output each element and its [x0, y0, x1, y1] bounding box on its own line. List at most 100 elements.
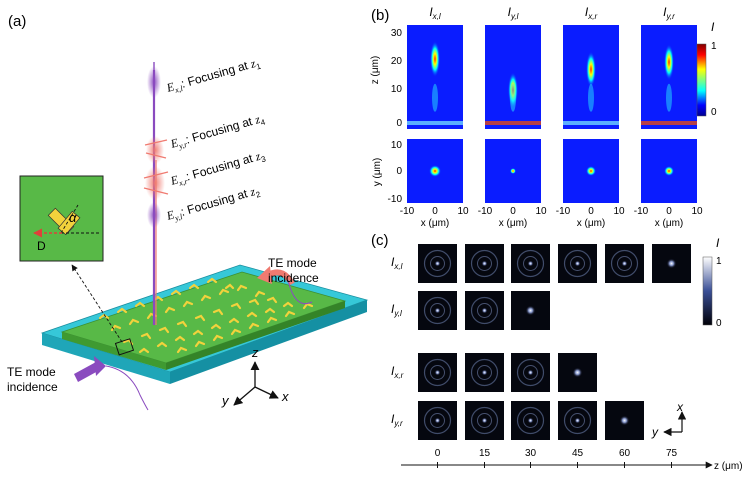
c-ring-inner-2-0	[430, 365, 445, 380]
c-spot-0-0	[434, 260, 441, 267]
c-ring-outer-3-3	[563, 406, 592, 435]
b-top-ytick-1: 20	[391, 56, 403, 67]
c-ring-outer-2-0	[423, 358, 452, 387]
c-spot-3-3	[574, 417, 581, 424]
b-top-ytick-2: 10	[391, 84, 403, 95]
c-spot-3-2	[527, 417, 534, 424]
c-ring-outer-0-3	[563, 249, 592, 278]
c-corner-x: x	[676, 400, 684, 414]
c-z-tick-0: 0	[435, 448, 441, 459]
c-ring-inner-3-1	[477, 413, 492, 428]
c-ring-outer-2-1	[470, 358, 499, 387]
focus-label-4: Ey,r: Focusing at z4	[168, 112, 267, 151]
c-spot-1-2	[525, 305, 536, 316]
b-bot-spot-1	[510, 168, 516, 174]
c-ring-inner-1-0	[430, 303, 445, 318]
c-spot-2-3	[572, 367, 583, 378]
c-ring-outer-3-1	[470, 406, 499, 435]
panel-label-a: (a)	[8, 13, 26, 30]
c-ring-inner-0-0	[430, 256, 445, 271]
c-row-label-3: Iy,r	[391, 412, 403, 428]
c-spot-3-0	[434, 417, 441, 424]
b-top-focus-0	[430, 41, 440, 77]
b-bottom-ylabel: y (μm)	[372, 158, 383, 187]
b-top-ytick-3: 0	[396, 118, 402, 129]
b-bot-spot-0	[429, 165, 441, 177]
b-xtick-3-1: 0	[666, 206, 672, 217]
panel-a: (a)	[7, 13, 369, 411]
c-ring-inner-1-1	[477, 303, 492, 318]
c-colorbar-max: 1	[716, 256, 722, 267]
c-ring-inner-0-2	[523, 256, 538, 271]
te-left-label-line2: incidence	[7, 380, 58, 394]
substrate-side-face	[170, 300, 367, 384]
te-right-label-line1: TE mode	[268, 256, 317, 270]
c-corner-y: y	[651, 425, 659, 439]
b-xtick-3-2: 10	[691, 206, 703, 217]
b-xtick-3-0: -10	[634, 206, 649, 217]
focus-blob-3	[145, 166, 165, 200]
c-ring-inner-3-0	[430, 413, 445, 428]
b-title-2: Ix,r	[585, 5, 598, 21]
waveguide-side-face	[166, 301, 345, 370]
c-ring-inner-3-2	[523, 413, 538, 428]
te-right-wave	[287, 279, 313, 305]
c-ring-outer-0-4	[610, 249, 639, 278]
c-z-tick-2: 30	[525, 448, 537, 459]
panel-c-grid: Ix,lIy,lIx,rIy,r	[391, 244, 691, 440]
te-right-label-line2: incidence	[268, 271, 319, 285]
te-right-arrow-head	[257, 266, 272, 284]
b-xtick-1-2: 10	[535, 206, 547, 217]
b-xlabel-0: x (μm)	[421, 218, 450, 229]
c-z-tick-4: 60	[619, 448, 631, 459]
b-top-tail-0	[432, 83, 438, 112]
c-row-label-0: Ix,l	[391, 255, 403, 271]
b-top-tail-2	[588, 83, 594, 112]
axes-triad	[233, 361, 279, 406]
b-xtick-0-0: -10	[400, 206, 415, 217]
b-top-interface-0	[407, 121, 463, 125]
b-top-tail-1	[510, 83, 516, 112]
c-spot-2-2	[527, 369, 534, 376]
c-spot-1-1	[481, 307, 488, 314]
c-row-label-2: Ix,r	[391, 364, 404, 380]
c-ring-inner-0-1	[477, 256, 492, 271]
focus-label-1: Ex,l: Focusing at z1	[164, 55, 262, 97]
b-bot-spot-3	[664, 166, 674, 176]
b-colorbar-min: 0	[711, 107, 717, 118]
c-spot-0-4	[621, 260, 628, 267]
c-ring-inner-2-2	[523, 365, 538, 380]
panel-label-b: (b)	[371, 7, 389, 24]
c-z-tick-5: 75	[666, 448, 678, 459]
b-title-1: Iy,l	[508, 5, 519, 21]
c-ring-inner-0-3	[570, 256, 585, 271]
b-xtick-2-1: 0	[588, 206, 594, 217]
zoom-pointer-line	[71, 264, 123, 343]
b-xtick-2-2: 10	[613, 206, 625, 217]
panel-label-c: (c)	[371, 232, 389, 249]
b-title-0: Ix,l	[429, 5, 441, 21]
axis-z-label: z	[251, 345, 259, 360]
c-row-label-1: Iy,l	[391, 302, 402, 318]
b-bot-ytick-1: 0	[396, 166, 402, 177]
te-left-wave	[105, 365, 149, 411]
c-spot-3-1	[481, 417, 488, 424]
svg-text:Ex,l: Focusing at z1: Ex,l: Focusing at z1	[164, 55, 262, 97]
b-xtick-0-2: 10	[457, 206, 469, 217]
c-ring-outer-0-2	[516, 249, 545, 278]
te-left-arrow-head	[94, 356, 106, 376]
c-spot-0-3	[574, 260, 581, 267]
b-top-focus-2	[586, 51, 596, 88]
c-ring-inner-0-4	[617, 256, 632, 271]
c-ring-outer-0-0	[423, 249, 452, 278]
unit-cell-inset: α D	[19, 175, 104, 262]
b-top-ytick-0: 30	[391, 28, 403, 39]
axis-x-label: x	[281, 389, 289, 404]
b-colorbar	[696, 43, 707, 117]
b-top-interface-1	[485, 121, 541, 125]
